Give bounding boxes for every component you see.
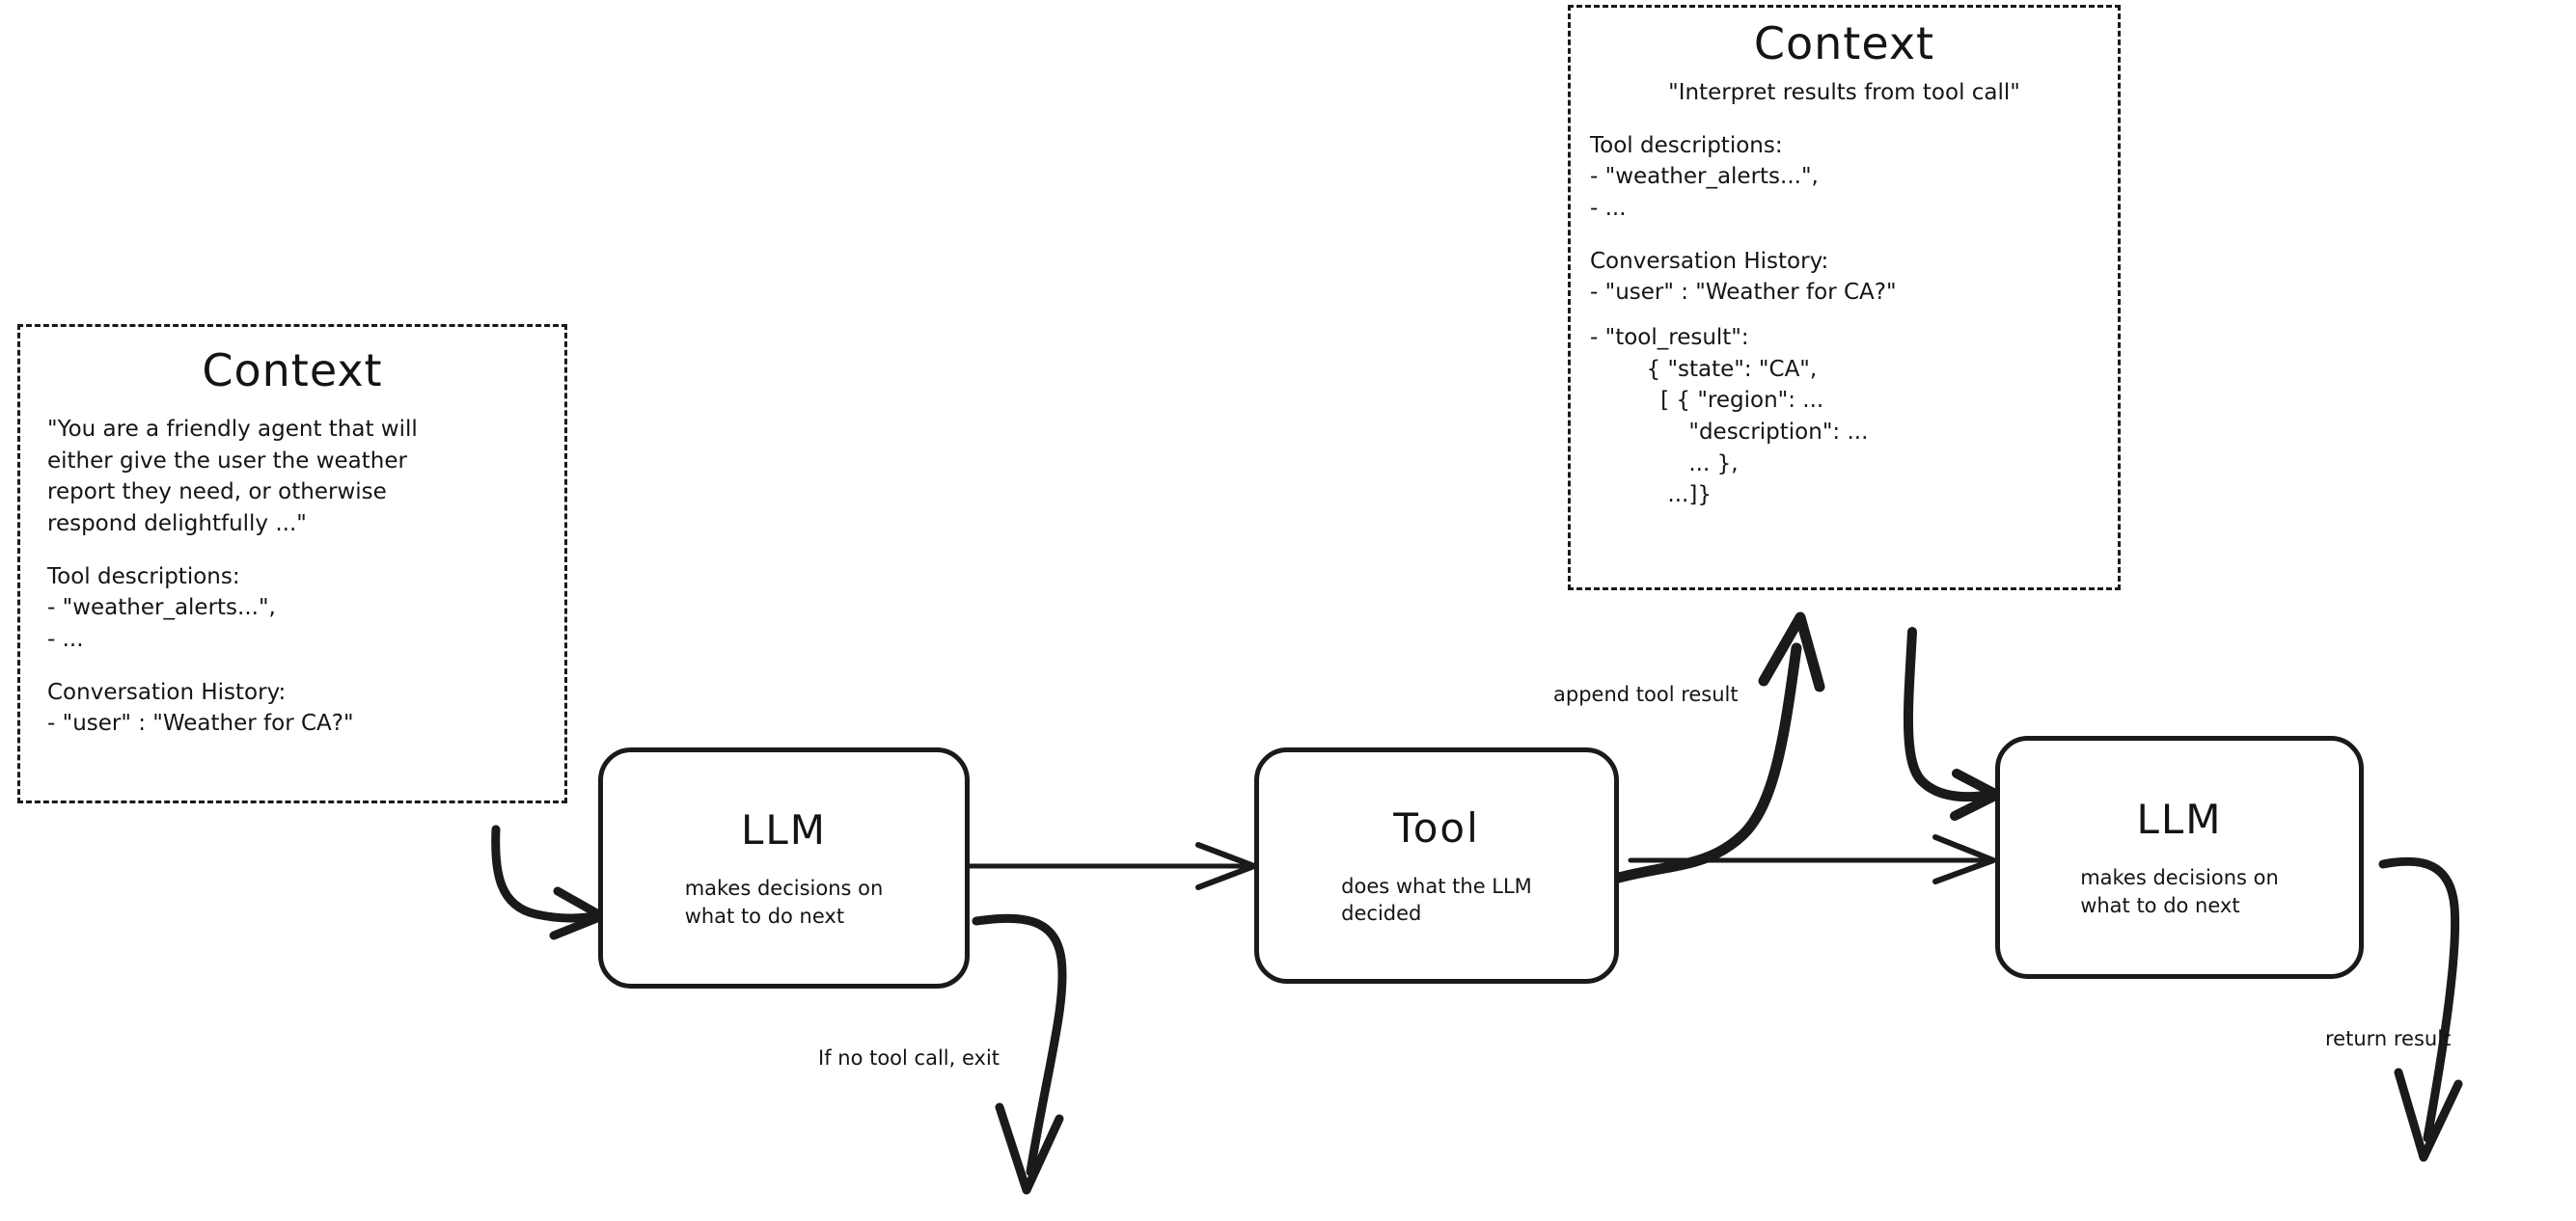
edge-llm1-exit [972, 913, 1067, 1195]
edge-tool-to-llm2 [1628, 834, 1996, 884]
context-left-title: Context [202, 344, 383, 396]
context-right-block-3: - "tool_result": { "state": "CA", [ { "r… [1590, 324, 1869, 508]
edge-tool-to-context [1613, 611, 1825, 883]
node-tool-title: Tool [1393, 803, 1480, 852]
edge-label-if-no-tool-call-exit: If no tool call, exit [818, 1046, 1000, 1070]
node-llm-2[interactable]: LLM makes decisions on what to do next [1995, 736, 2364, 979]
context-box-right: Context "Interpret results from tool cal… [1568, 5, 2121, 590]
context-right-title: Context [1753, 17, 1935, 69]
node-llm-2-title: LLM [2136, 796, 2223, 844]
node-llm-1-title: LLM [740, 806, 828, 855]
edge-context-to-llm2 [1903, 627, 2002, 821]
context-left-block-0: "You are a friendly agent that will eith… [47, 417, 418, 536]
context-right-block-0: "Interpret results from tool call" [1668, 80, 2020, 105]
context-right-block-1: Tool descriptions: - "weather_alerts..."… [1590, 132, 1819, 221]
context-right-block-2: Conversation History: - "user" : "Weathe… [1590, 248, 1897, 306]
context-left-block-1: Tool descriptions: - "weather_alerts..."… [47, 563, 276, 652]
node-tool-subtitle: does what the LLM decided [1341, 874, 1532, 925]
edge-context-to-llm1 [491, 825, 607, 940]
context-left-block-2: Conversation History: - "user" : "Weathe… [47, 679, 354, 737]
edge-llm2-return [2378, 856, 2463, 1162]
node-llm-1[interactable]: LLM makes decisions on what to do next [598, 747, 970, 989]
node-llm-2-subtitle: makes decisions on what to do next [2080, 866, 2279, 917]
edge-label-append-tool-result: append tool result [1553, 683, 1739, 706]
node-llm-1-subtitle: makes decisions on what to do next [684, 877, 884, 928]
context-box-left: Context "You are a friendly agent that w… [17, 324, 567, 803]
node-tool[interactable]: Tool does what the LLM decided [1254, 747, 1619, 984]
edge-llm1-to-tool [967, 842, 1257, 890]
edge-label-return-result: return result [2325, 1027, 2452, 1050]
